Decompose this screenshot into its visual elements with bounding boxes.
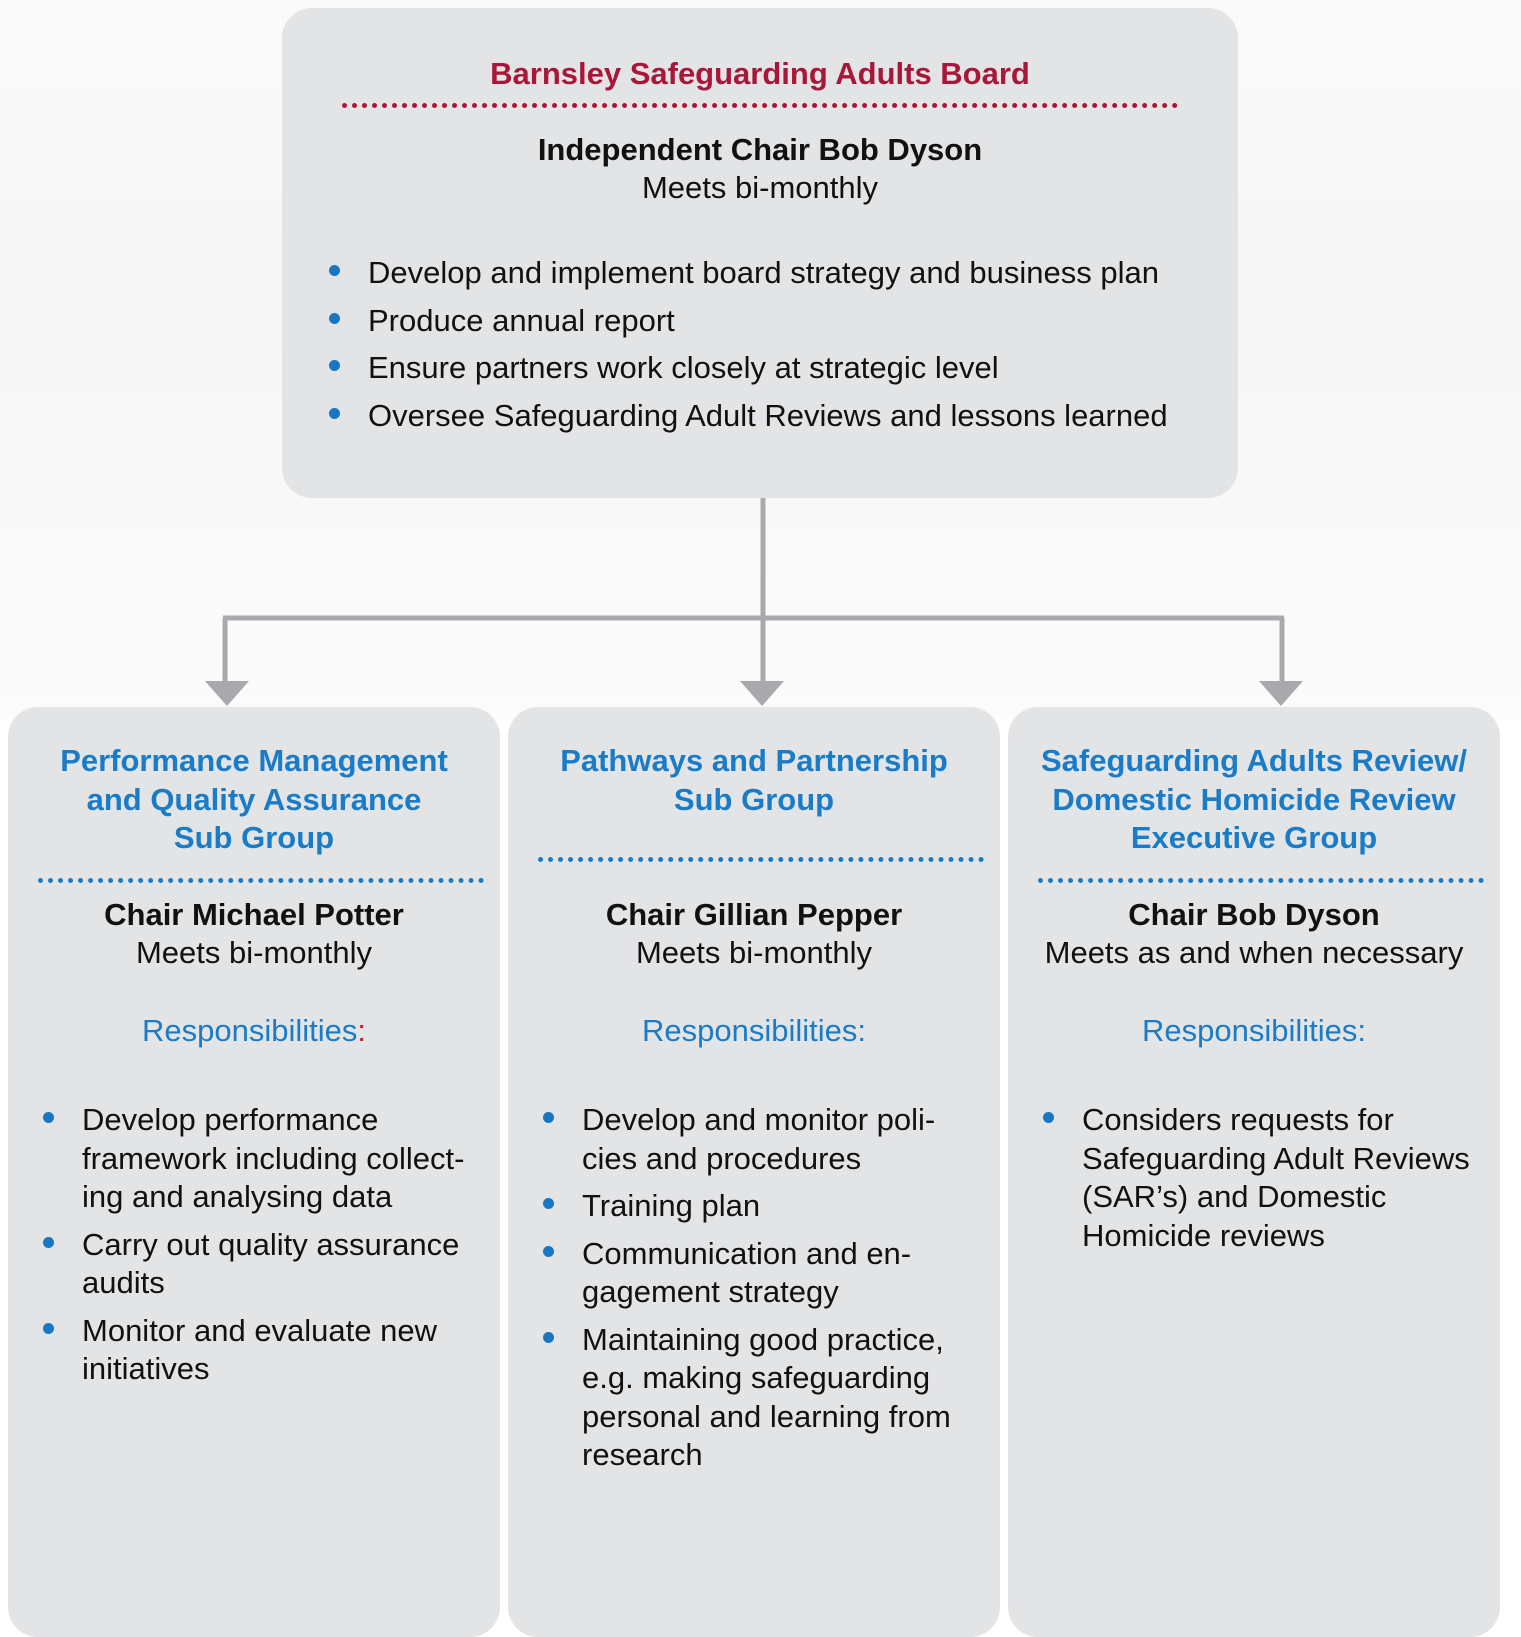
subgroup-title-line: Performance Management xyxy=(60,743,448,778)
item-line: framework including collect- xyxy=(82,1140,465,1176)
item-line: audits xyxy=(82,1265,165,1300)
subgroup-chair: Chair Michael Potter xyxy=(104,897,404,932)
board-responsibility-item: Develop and implement board strategy and… xyxy=(328,254,1208,293)
item-line: Develop and monitor poli- xyxy=(582,1102,936,1137)
responsibilities-colon: : xyxy=(357,1013,366,1048)
subgroup-title: Pathways and Partnership Sub Group xyxy=(508,742,1000,819)
item-line: personal and learning from xyxy=(582,1398,951,1434)
responsibilities-label: Responsibilities: xyxy=(642,1013,866,1048)
item-line: Safeguarding Adult Reviews xyxy=(1082,1140,1470,1176)
item-line: (SAR’s) and Domestic xyxy=(1082,1179,1387,1214)
item-line: Training plan xyxy=(582,1188,761,1223)
subgroup-responsibility-item: Training plan xyxy=(542,1187,982,1226)
board-responsibility-item: Ensure partners work closely at strategi… xyxy=(328,349,1208,388)
subgroup-chair: Chair Bob Dyson xyxy=(1128,897,1380,932)
item-line: Carry out quality assurance xyxy=(82,1226,460,1262)
arrowhead-left xyxy=(205,681,249,706)
board-title-divider xyxy=(342,103,1178,108)
subgroup-title-line: and Quality Assurance xyxy=(86,781,422,817)
item-line: Develop performance xyxy=(82,1102,379,1137)
subgroup-meeting-frequency: Meets bi-monthly xyxy=(635,935,873,970)
board-responsibility-item: Produce annual report xyxy=(328,302,1208,341)
subgroup-title-line: Sub Group xyxy=(173,820,335,855)
item-line: Monitor and evaluate new xyxy=(82,1312,438,1348)
subgroup-meeting-frequency: Meets as and when necessary xyxy=(1044,935,1464,970)
item-line: Homicide reviews xyxy=(1082,1217,1325,1253)
subgroup-title-line: Sub Group xyxy=(673,781,835,817)
subgroup-title: Performance Management and Quality Assur… xyxy=(8,742,500,858)
item-line: Considers requests for xyxy=(1082,1102,1394,1137)
subgroup-responsibility-item: Communication and en- gagement strategy xyxy=(542,1235,982,1312)
subgroup-responsibilities-list: Develop and monitor poli- cies and proce… xyxy=(542,1101,982,1484)
item-line: cies and procedures xyxy=(582,1140,862,1176)
subgroup-chair: Chair Gillian Pepper xyxy=(605,897,903,932)
item-line: initiatives xyxy=(82,1351,210,1386)
item-line: ing and analysing data xyxy=(82,1179,393,1214)
subgroup-responsibility-item: Considers requests for Safeguarding Adul… xyxy=(1042,1101,1482,1255)
subgroup-responsibility-item: Monitor and evaluate new initiatives xyxy=(42,1312,482,1389)
subgroup-title-line: Safeguarding Adults Review/ xyxy=(1040,743,1468,778)
board-chair: Independent Chair Bob Dyson xyxy=(537,132,983,167)
subgroup-title: Safeguarding Adults Review/ Domestic Hom… xyxy=(1008,742,1500,858)
subgroup-title-line: Pathways and Partnership xyxy=(560,743,948,778)
item-line: gagement strategy xyxy=(582,1274,839,1309)
responsibilities-heading: Responsibilities: xyxy=(508,1013,1000,1049)
subgroup-box-performance: Performance Management and Quality Assur… xyxy=(8,707,500,1637)
subgroup-box-pathways: Pathways and Partnership Sub Group Chair… xyxy=(508,707,1000,1637)
item-line: research xyxy=(582,1437,703,1472)
subgroup-title-divider xyxy=(538,857,984,862)
item-line: e.g. making safeguarding xyxy=(582,1360,931,1395)
board-title: Barnsley Safeguarding Adults Board xyxy=(490,56,1030,91)
subgroup-title-line: Domestic Homicide Review xyxy=(1052,781,1456,817)
board-responsibility-item: Oversee Safeguarding Adult Reviews and l… xyxy=(328,397,1208,436)
responsibilities-label: Responsibilities xyxy=(141,1013,358,1048)
subgroup-responsibility-item: Maintaining good practice, e.g. making s… xyxy=(542,1321,982,1475)
subgroup-responsibilities-list: Develop performance framework including … xyxy=(42,1101,482,1398)
responsibilities-heading: Responsibilities: xyxy=(8,1013,500,1049)
item-line: Communication and en- xyxy=(582,1235,912,1271)
subgroup-title-line: Executive Group xyxy=(1130,820,1378,855)
subgroup-responsibilities-list: Considers requests for Safeguarding Adul… xyxy=(1042,1101,1482,1264)
subgroup-responsibility-item: Develop performance framework including … xyxy=(42,1101,482,1217)
responsibilities-heading: Responsibilities: xyxy=(1008,1013,1500,1049)
board-responsibilities-list: Develop and implement board strategy and… xyxy=(328,254,1208,444)
subgroup-title-divider xyxy=(1038,878,1484,883)
board-meeting-frequency: Meets bi-monthly xyxy=(641,170,879,205)
item-line: Maintaining good practice, xyxy=(582,1321,944,1357)
responsibilities-label: Responsibilities: xyxy=(1142,1013,1366,1048)
subgroup-title-divider xyxy=(38,878,484,883)
subgroup-responsibility-item: Develop and monitor poli- cies and proce… xyxy=(542,1101,982,1178)
board-box: Barnsley Safeguarding Adults Board Indep… xyxy=(282,8,1238,498)
arrowhead-right xyxy=(1259,681,1303,706)
arrowhead-center xyxy=(740,681,784,706)
subgroup-responsibility-item: Carry out quality assurance audits xyxy=(42,1226,482,1303)
subgroup-box-review: Safeguarding Adults Review/ Domestic Hom… xyxy=(1008,707,1500,1637)
subgroup-meeting-frequency: Meets bi-monthly xyxy=(135,935,373,970)
